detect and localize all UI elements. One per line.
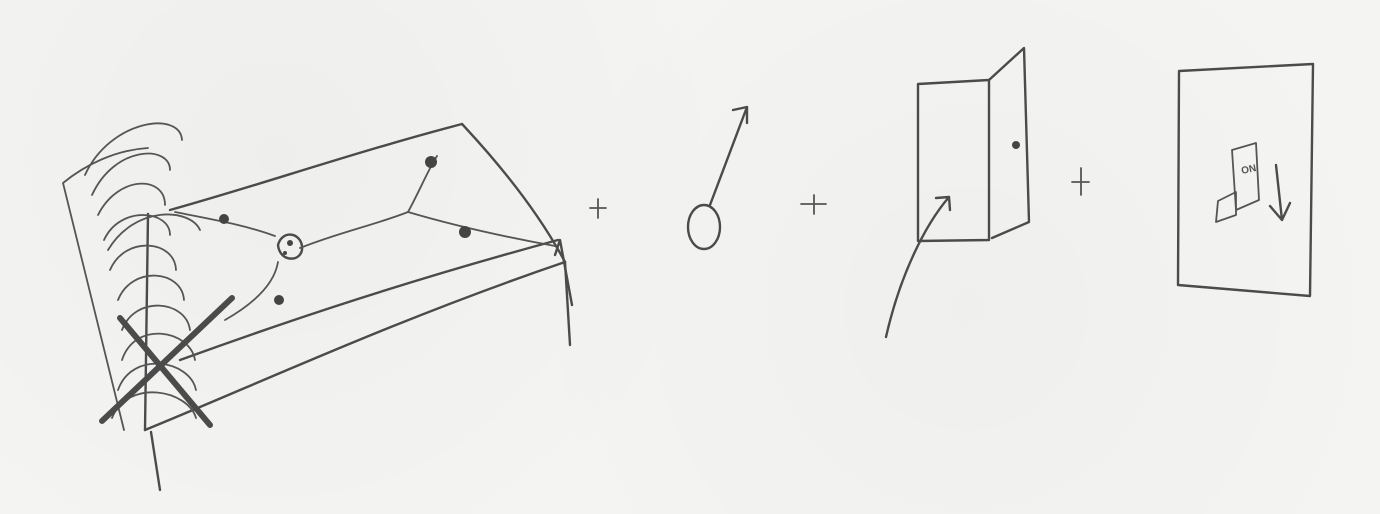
coil-7 <box>121 304 191 331</box>
bed-top-edge <box>168 122 464 212</box>
radiator-icon <box>84 122 201 419</box>
joint-hand <box>425 156 437 168</box>
figure-lower-leg <box>224 261 279 321</box>
switch-on-label: ON <box>1240 163 1257 177</box>
door-knob <box>1012 141 1020 149</box>
switch-down-arrow <box>1268 163 1292 222</box>
figure-upper-leg <box>174 211 276 237</box>
plus-icon-2 <box>800 194 827 215</box>
coil-3 <box>97 182 166 216</box>
door-panel <box>987 46 1031 240</box>
coil-4 <box>103 214 171 241</box>
coil-11 <box>107 213 201 251</box>
door-frame <box>916 78 991 243</box>
bed-front-edge <box>143 260 567 432</box>
joint-knee <box>219 214 229 224</box>
x-line-2 <box>99 295 235 424</box>
open-door-icon <box>884 46 1031 339</box>
person-figure <box>174 155 556 321</box>
door-entry-arrow <box>884 195 952 339</box>
bed-back-edge <box>143 212 150 432</box>
bed-left-leg <box>149 430 162 492</box>
bed-end-panel <box>553 238 574 307</box>
bed-inner-line <box>178 238 560 362</box>
plus-icon-1 <box>589 198 607 219</box>
bed-right-edge <box>460 122 567 264</box>
switch-lever <box>1215 191 1237 223</box>
coil-8 <box>121 332 196 361</box>
coil-1 <box>84 122 183 176</box>
figure-arm-down <box>407 211 556 247</box>
bed-icon <box>62 122 574 492</box>
coil-5 <box>109 244 177 271</box>
head-dot-2 <box>283 251 287 255</box>
plus-icon-3 <box>1071 167 1090 196</box>
coil-6 <box>117 274 185 301</box>
male-symbol-arrow <box>708 105 749 207</box>
prohibition-icon <box>99 295 235 428</box>
figure-head <box>276 233 304 260</box>
switch-body <box>1231 142 1260 211</box>
bed-headboard <box>62 147 149 431</box>
switch-plate <box>1176 62 1315 298</box>
light-switch-icon: ON <box>1176 62 1315 298</box>
head-dot-1 <box>287 240 293 246</box>
coil-2 <box>91 152 171 196</box>
joint-hip <box>274 295 284 305</box>
male-symbol-icon <box>686 105 749 251</box>
joint-foot <box>459 226 471 238</box>
male-symbol-circle <box>686 203 722 251</box>
figure-body <box>299 211 409 249</box>
x-line-1 <box>117 315 213 428</box>
